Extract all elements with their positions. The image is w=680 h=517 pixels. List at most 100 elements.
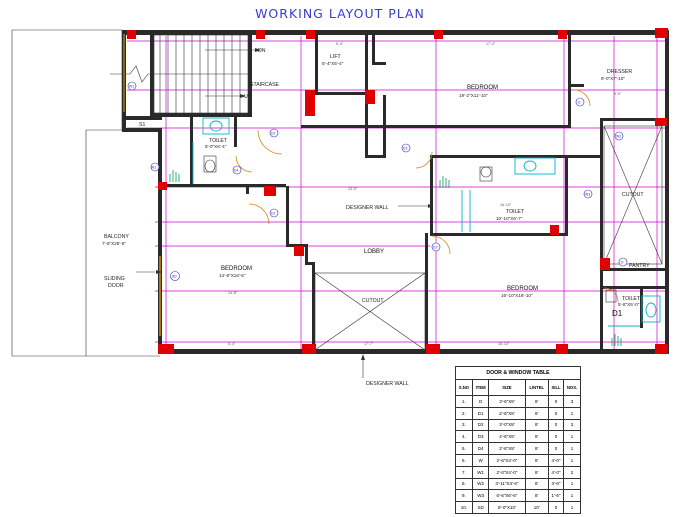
cutout-right-void [603,125,663,265]
table-cell: 3'-6" [547,477,565,491]
door-swings [235,89,619,303]
table-cell: 8. [455,477,473,491]
label-dresser: DRESSER [607,69,632,75]
dim-bot2: 16'-10" [498,342,510,346]
table-cell: 8' [524,453,549,467]
label-bedroom-top: BEDROOM [467,85,498,91]
table-cell: 1'-6" [547,489,565,503]
table-cell: 3 [563,418,581,432]
grid-lines [127,36,668,350]
dim-top2: 5'-4" [336,42,344,46]
dim-mid2: 13'-0" [348,187,358,191]
label-lift-size: 5'-4"X5'-4" [322,61,344,66]
tag-d2-b: D2 [271,212,275,216]
dim-side: 6'-4" [228,342,236,346]
header-nos: NOS. [563,379,581,396]
tag-d2-c: D2 [433,246,437,250]
tag-d4: D4 [234,169,238,173]
tag-w: W1 [151,166,156,170]
table-cell: 8' [524,442,549,455]
table-cell: 2'-6"X8' [488,442,526,455]
table-cell: 10. [455,501,473,514]
table-cell: 0 [547,418,565,432]
label-bedroom-right: BEDROOM [507,286,538,292]
table-cell: 2'-6"X8' [488,406,526,420]
table-cell: 5. [455,442,473,455]
table-cell: 4'-0" [547,465,565,479]
label-pantry: PANTRY [629,263,650,269]
table-cell: 4'-6"X8' [488,430,526,444]
table-cell: 2'-6"X4'-0" [488,453,526,467]
label-bedroom-left-size: 14'-8"X16'-5" [219,273,246,278]
header-lintel: LINTEL [524,379,549,396]
label-cutout-center: CUTOUT [362,298,384,304]
table-cell: 0 [547,406,565,420]
table-cell: 8' [524,477,549,491]
tag-d-pantry: D [621,261,624,265]
door-window-table-header: S.NO ITEM SIZE LINTEL SILL NOS. [455,379,581,396]
label-bedroom-left: BEDROOM [221,266,252,272]
label-balcony-size: 7'-5"X25'-6" [102,241,126,246]
fixtures [192,117,661,327]
label-d1-mark: D1 [612,309,623,318]
table-cell: 4'-0" [547,453,565,467]
label-dresser-size: 9'-0"X7'-10" [601,76,625,81]
table-cell: 2'-0"X4'-0" [488,465,526,479]
cutout-center-void [314,272,426,351]
table-cell: 0 [547,430,565,444]
label-bedroom-right-size: 16'-10"X16'-10" [501,293,533,298]
label-up: UP [244,94,252,100]
table-cell: 4. [455,430,473,444]
table-cell: W [471,453,490,467]
table-cell: SD [471,501,490,514]
table-cell: 8' [524,406,549,420]
table-cell: 0 [547,395,565,408]
tag-w3: W3 [585,193,590,197]
toilet-floor-marks [169,170,622,346]
table-cell: 1. [455,395,473,408]
table-cell: D4 [471,442,490,455]
label-bedroom-top-size: 19'-2"X11'-10" [459,93,488,98]
tag-w1: W1 [129,85,134,89]
label-toilet-small-size: 5'-8"X5'-0" [618,302,640,307]
table-cell: 3'-6"X8' [488,395,526,408]
table-cell: D1 [471,406,490,420]
dim-side2: 9'-0" [614,92,622,96]
table-cell: W3 [471,489,490,503]
tag-d2-a: D2 [271,132,275,136]
tag-d: D [578,101,581,105]
table-cell: 8' [524,395,549,408]
label-sliding-door-2: DOOR [108,283,124,289]
table-cell: 8' [524,465,549,479]
table-cell: 1 [563,442,581,455]
staircase-steps [110,34,261,114]
table-cell: 10' [524,501,549,514]
sliding-door [123,34,162,336]
label-designer-wall-bottom: DESIGNER WALL [366,381,409,387]
table-cell: D [471,395,490,408]
table-cell: 8' [524,489,549,503]
table-cell: 8' [524,418,549,432]
label-s1-mark: S1 [139,122,145,128]
tag-w2: W2 [616,135,621,139]
header-item: ITEM [471,379,490,396]
label-staircase: STAIRCASE [250,82,280,88]
label-cutout-right: CUTOUT [622,192,644,198]
label-toilet-small: TOILET [622,296,641,302]
table-cell: 3'-0"X8' [488,418,526,432]
plan-title: WORKING LAYOUT PLAN [255,6,425,21]
table-cell: D3 [471,430,490,444]
door-window-table-caption: DOOR & WINDOW TABLE [455,366,581,380]
table-cell: 8' [524,430,549,444]
label-toilet-left: TOILET [209,138,228,144]
label-sliding-door-1: SLIDING [104,276,125,282]
table-cell: 8'-0"X10' [488,501,526,514]
